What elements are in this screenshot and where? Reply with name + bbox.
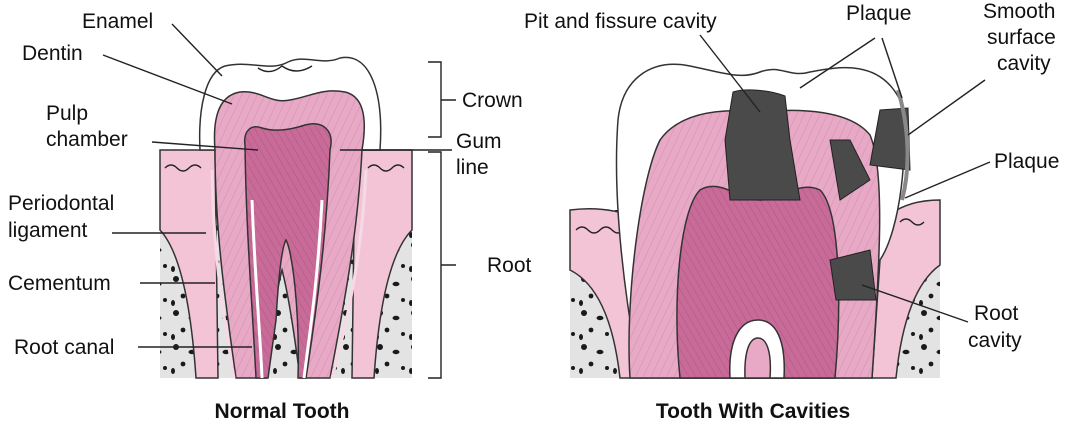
root-bracket bbox=[428, 151, 456, 379]
label-dentin: Dentin bbox=[22, 42, 83, 65]
leader-smooth bbox=[907, 79, 986, 136]
label-root-canal: Root canal bbox=[14, 336, 114, 359]
label-cementum: Cementum bbox=[8, 272, 111, 295]
label-ligament: ligament bbox=[8, 219, 88, 242]
label-gum-line: line bbox=[456, 156, 489, 179]
pulp-chamber bbox=[243, 123, 332, 379]
root-canal-left bbox=[250, 199, 264, 379]
root-canal-right bbox=[302, 199, 324, 379]
leader-plaque-top-b bbox=[881, 37, 903, 99]
label-smooth-cavity: cavity bbox=[997, 52, 1051, 75]
gum-wave-right bbox=[367, 164, 405, 172]
cavity-wedge-left bbox=[829, 139, 871, 201]
caption-tooth-with-cavities: Tooth With Cavities bbox=[656, 400, 850, 423]
pit-fissure-cavity bbox=[724, 89, 801, 201]
cavity-tooth bbox=[569, 63, 941, 379]
root-cavity bbox=[829, 249, 877, 301]
smooth-surface-cavity bbox=[869, 107, 911, 171]
label-root-cavity-2: cavity bbox=[968, 329, 1022, 352]
label-pulp: Pulp bbox=[46, 102, 88, 125]
gum-left bbox=[159, 149, 219, 379]
label-enamel: Enamel bbox=[82, 10, 153, 33]
leader-enamel bbox=[171, 23, 223, 77]
label-periodontal: Periodontal bbox=[8, 192, 114, 215]
leader-root-cavity bbox=[861, 284, 969, 323]
enamel-chew-line bbox=[257, 65, 313, 73]
leader-pit bbox=[699, 34, 761, 113]
label-smooth: Smooth bbox=[983, 0, 1055, 23]
label-gum: Gum bbox=[456, 130, 502, 153]
gum-wave-cavity-r bbox=[899, 218, 925, 226]
gum-cavity-right bbox=[871, 199, 941, 379]
label-surface: surface bbox=[987, 26, 1056, 49]
gum-wave-cavity bbox=[575, 226, 625, 234]
cementum-left bbox=[210, 169, 236, 379]
crown-bracket bbox=[428, 61, 456, 138]
cementum-right bbox=[330, 169, 368, 379]
label-root: Root bbox=[487, 254, 532, 277]
label-pit-fissure: Pit and fissure cavity bbox=[524, 10, 717, 33]
pulp-inner-core bbox=[744, 337, 772, 379]
leader-pulp bbox=[151, 141, 259, 151]
gum-right bbox=[351, 149, 413, 379]
label-plaque-top: Plaque bbox=[846, 2, 911, 25]
label-crown: Crown bbox=[462, 89, 523, 112]
caption-normal-tooth: Normal Tooth bbox=[215, 400, 350, 423]
normal-tooth bbox=[159, 56, 413, 379]
label-chamber: chamber bbox=[46, 128, 128, 151]
label-plaque-right: Plaque bbox=[994, 150, 1059, 173]
label-root-cavity-1: Root bbox=[974, 302, 1019, 325]
leader-dentin bbox=[102, 54, 233, 105]
plaque-top-strip bbox=[896, 89, 910, 201]
leader-plaque-top-a bbox=[799, 37, 876, 89]
gum-wave-left bbox=[164, 164, 202, 172]
leader-plaque-right bbox=[904, 161, 991, 199]
